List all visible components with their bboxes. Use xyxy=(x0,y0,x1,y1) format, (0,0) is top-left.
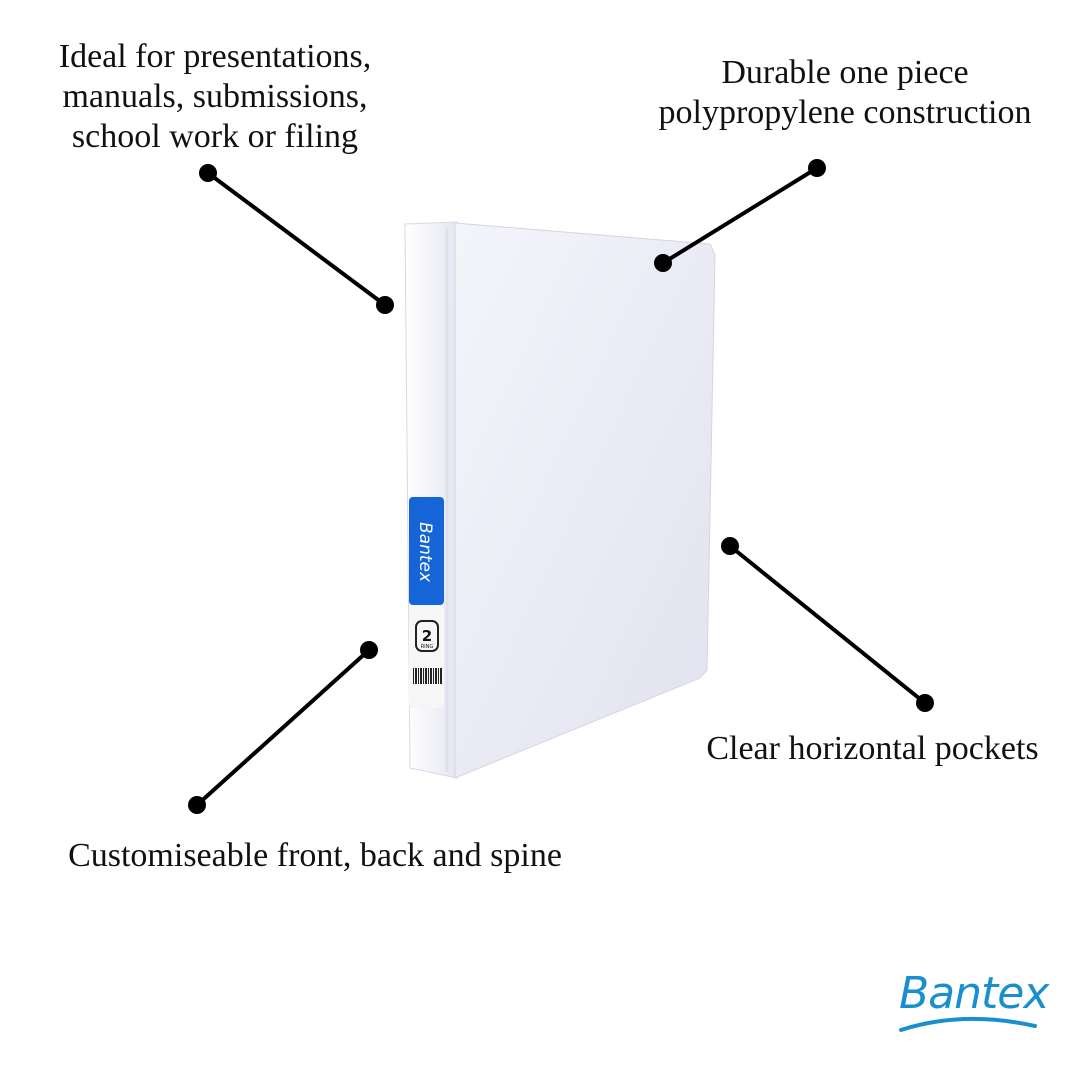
callout-line-text: Ideal for presentations, xyxy=(58,38,372,75)
callout-line-bottom-left xyxy=(195,648,371,807)
bantex-logo: Bantex xyxy=(893,968,1049,1038)
callout-line-top-left xyxy=(206,171,387,307)
binder-front-cover xyxy=(454,222,716,779)
callout-lines xyxy=(195,166,927,807)
barcode xyxy=(413,668,442,684)
logo-swoosh xyxy=(899,1016,1037,1032)
logo-wordmark: Bantex xyxy=(899,968,1049,1019)
callout-line-right xyxy=(728,544,927,705)
callout-presentations: Ideal for presentations, manuals, submis… xyxy=(15,37,415,157)
callout-line-text: Durable one piece xyxy=(721,54,969,91)
callout-line-top-right xyxy=(661,166,819,265)
callout-durable: Durable one piece polypropylene construc… xyxy=(625,53,1065,133)
binder: Bantex 2 RING xyxy=(404,221,716,779)
callout-line-text: polypropylene construction xyxy=(658,94,1032,131)
callout-line-text: Clear horizontal pockets xyxy=(706,730,1039,767)
callout-pockets: Clear horizontal pockets xyxy=(680,729,1065,769)
callout-dots xyxy=(188,159,934,814)
ring-count: 2 xyxy=(422,627,432,645)
callout-line-text: school work or filing xyxy=(71,118,359,155)
spine-brand-text: Bantex xyxy=(415,522,435,583)
ring-label: RING xyxy=(421,644,434,650)
callout-line-text: Customiseable front, back and spine xyxy=(68,837,562,874)
callout-line-text: manuals, submissions, xyxy=(62,78,368,115)
callout-customiseable: Customiseable front, back and spine xyxy=(10,836,620,876)
